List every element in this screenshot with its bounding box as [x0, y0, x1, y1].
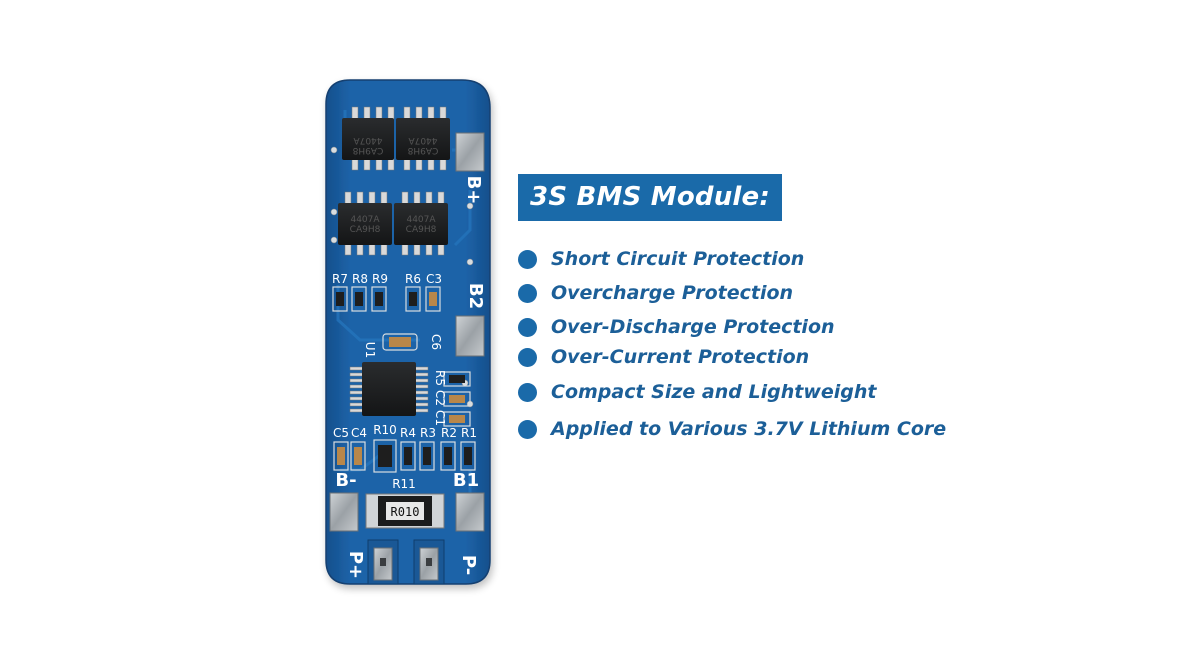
label-r3: R3	[420, 426, 436, 440]
product-title: 3S BMS Module:	[518, 174, 782, 221]
bullet-dot-icon	[518, 383, 537, 402]
pad-b-plus	[455, 132, 485, 172]
feature-text: Over-Discharge Protection	[551, 316, 835, 338]
label-c3: C3	[426, 272, 442, 286]
feature-text: Applied to Various 3.7V Lithium Core	[551, 418, 947, 440]
feature-text: Short Circuit Protection	[551, 248, 805, 270]
label-c1: C1	[433, 410, 447, 426]
mosfet-marking: CA9H8	[352, 145, 383, 155]
label-r8: R8	[352, 272, 368, 286]
bullet-dot-icon	[518, 250, 537, 269]
pad-b2	[455, 315, 485, 357]
mosfet-marking: 4407A	[408, 135, 438, 145]
protection-ic-u1	[349, 362, 429, 416]
shunt-marking: R010	[391, 505, 420, 519]
output-tabs	[367, 539, 445, 585]
label-b2: B2	[465, 283, 486, 309]
mosfet-marking: CA9H8	[406, 225, 437, 235]
silkscreen-labels: B+ B2 B- B1 P+ P- R7 R8 R9 R6 C3 C6 U1 R…	[332, 176, 486, 580]
label-c2: C2	[433, 390, 447, 406]
bullet-dot-icon	[518, 318, 537, 337]
mosfet-marking: 4407A	[350, 215, 380, 225]
label-r5: R5	[433, 370, 447, 386]
label-b-minus: B-	[335, 470, 356, 491]
pad-b1	[455, 492, 485, 532]
label-r2: R2	[441, 426, 457, 440]
label-r10: R10	[373, 423, 397, 437]
mosfet-chip: 4407A CA9H8	[396, 106, 450, 171]
mosfet-marking: 4407A	[353, 135, 383, 145]
label-c6: C6	[429, 334, 443, 350]
bullet-dot-icon	[518, 420, 537, 439]
label-p-minus: P-	[458, 555, 479, 575]
bullet-dot-icon	[518, 348, 537, 367]
mosfet-marking: 4407A	[406, 215, 436, 225]
label-b-plus: B+	[463, 176, 484, 205]
solder-pads	[329, 132, 485, 532]
mosfet-chip: 4407A CA9H8	[394, 191, 448, 256]
mosfet-chips: 4407A CA9H8 4407A CA9H8	[338, 106, 450, 256]
bullet-dot-icon	[518, 284, 537, 303]
mosfet-chip: 4407A CA9H8	[342, 106, 395, 171]
mosfet-chip: 4407A CA9H8	[338, 191, 392, 256]
feature-text: Over-Current Protection	[551, 346, 810, 368]
label-r7: R7	[332, 272, 348, 286]
shunt-resistor-r11: R010	[365, 493, 445, 529]
label-p-plus: P+	[345, 551, 366, 579]
label-r6: R6	[405, 272, 421, 286]
label-c4: C4	[351, 426, 367, 440]
mosfet-marking: CA9H8	[407, 145, 438, 155]
label-u1: U1	[363, 342, 377, 358]
label-b1: B1	[453, 470, 479, 491]
label-r9: R9	[372, 272, 388, 286]
feature-text: Overcharge Protection	[551, 282, 794, 304]
label-r11: R11	[392, 477, 416, 491]
label-r4: R4	[400, 426, 416, 440]
feature-text: Compact Size and Lightweight	[551, 381, 877, 403]
label-c5: C5	[333, 426, 349, 440]
smd-components	[332, 286, 476, 473]
label-r1: R1	[461, 426, 477, 440]
mosfet-marking: CA9H8	[350, 225, 381, 235]
pad-b-minus	[329, 492, 359, 532]
